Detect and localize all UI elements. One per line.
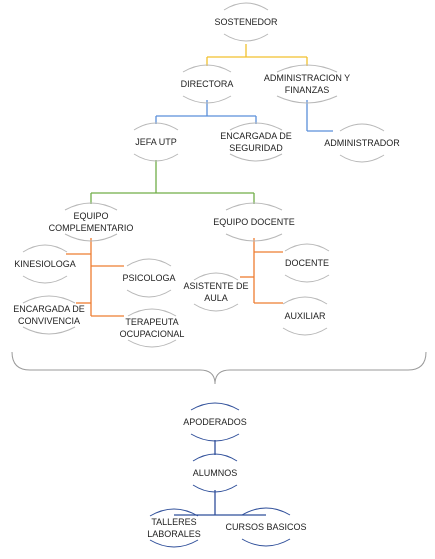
grouping-brace: [11, 351, 427, 385]
node-directora: DIRECTORA: [180, 79, 234, 89]
node-convivencia-arc-bottom: [22, 326, 76, 335]
node-kinesiologa: KINESIOLOGA: [14, 259, 76, 269]
node-administrador-arc-top: [339, 123, 385, 132]
node-equipo-docente: EQUIPO DOCENTE: [213, 217, 295, 227]
node-directora-arc-bottom: [182, 95, 232, 104]
node-apoderados-arc-top: [190, 402, 240, 411]
node-administrador-arc-bottom: [339, 154, 385, 163]
node-docente: DOCENTE: [284, 258, 330, 268]
node-administrador: ADMINISTRADOR: [324, 138, 400, 148]
node-complementario-arc-top: [64, 202, 118, 211]
node-sostenedor-arc-top: [223, 2, 269, 11]
node-equipo-docente-arc-top: [225, 202, 283, 211]
node-psicologa: PSICOLOGA: [122, 273, 176, 283]
node-complementario-arc-bottom: [64, 233, 118, 242]
node-administracion-finanzas: ADMINISTRACION Y FINANZAS: [263, 73, 351, 95]
node-jefa-utp-arc-top: [133, 122, 179, 131]
node-psicologa-arc-top: [126, 258, 172, 267]
node-kinesiologa-arc-top: [22, 244, 68, 253]
node-asistente-aula: ASISTENTE DE AULA: [183, 281, 249, 303]
node-apoderados: APODERADOS: [183, 417, 247, 427]
node-sostenedor-arc-bottom: [223, 33, 269, 42]
node-terapeuta-ocupacional: TERAPEUTA OCUPACIONAL: [119, 317, 185, 339]
node-convivencia-arc-top: [22, 295, 76, 304]
node-encargada-convivencia: ENCARGADA DE CONVIVENCIA: [13, 304, 85, 326]
node-talleres-arc-bottom: [149, 539, 199, 548]
node-alumnos-arc-top: [192, 453, 238, 462]
node-cursos-arc-top: [241, 507, 291, 516]
node-sostenedor: SOSTENEDOR: [214, 17, 278, 27]
node-equipo-docente-arc-bottom: [225, 233, 283, 242]
node-talleres-laborales: TALLERES LABORALES: [147, 517, 201, 539]
node-encargada-seguridad: ENCARGADA DE SEGURIDAD: [220, 131, 292, 153]
node-asistente-arc-bottom: [193, 303, 239, 312]
node-cursos-basicos: CURSOS BASICOS: [225, 522, 307, 532]
node-equipo-complementario: EQUIPO COMPLEMENTARIO: [48, 211, 134, 233]
node-directora-arc-top: [182, 64, 232, 73]
node-talleres-arc-top: [149, 508, 199, 517]
node-asistente-arc-top: [193, 272, 239, 281]
node-administracion-arc-bottom: [276, 95, 338, 104]
node-jefa-utp-arc-bottom: [133, 153, 179, 162]
node-cursos-arc-bottom: [241, 538, 291, 547]
node-alumnos-arc-bottom: [192, 484, 238, 493]
node-kinesiologa-arc-bottom: [22, 275, 68, 284]
node-jefa-utp: JEFA UTP: [135, 137, 177, 147]
node-docente-arc-top: [284, 243, 330, 252]
node-terapeuta-arc-top: [127, 308, 177, 317]
node-auxiliar-arc-top: [282, 296, 328, 305]
node-auxiliar-arc-bottom: [282, 327, 328, 336]
node-apoderados-arc-bottom: [190, 433, 240, 442]
node-seguridad-arc-top: [229, 122, 283, 131]
node-psicologa-arc-bottom: [126, 289, 172, 298]
node-alumnos: ALUMNOS: [192, 468, 238, 478]
node-terapeuta-arc-bottom: [127, 339, 177, 348]
node-auxiliar: AUXILIAR: [284, 311, 326, 321]
node-docente-arc-bottom: [284, 274, 330, 283]
node-administracion-arc-top: [276, 64, 338, 73]
node-seguridad-arc-bottom: [229, 153, 283, 162]
